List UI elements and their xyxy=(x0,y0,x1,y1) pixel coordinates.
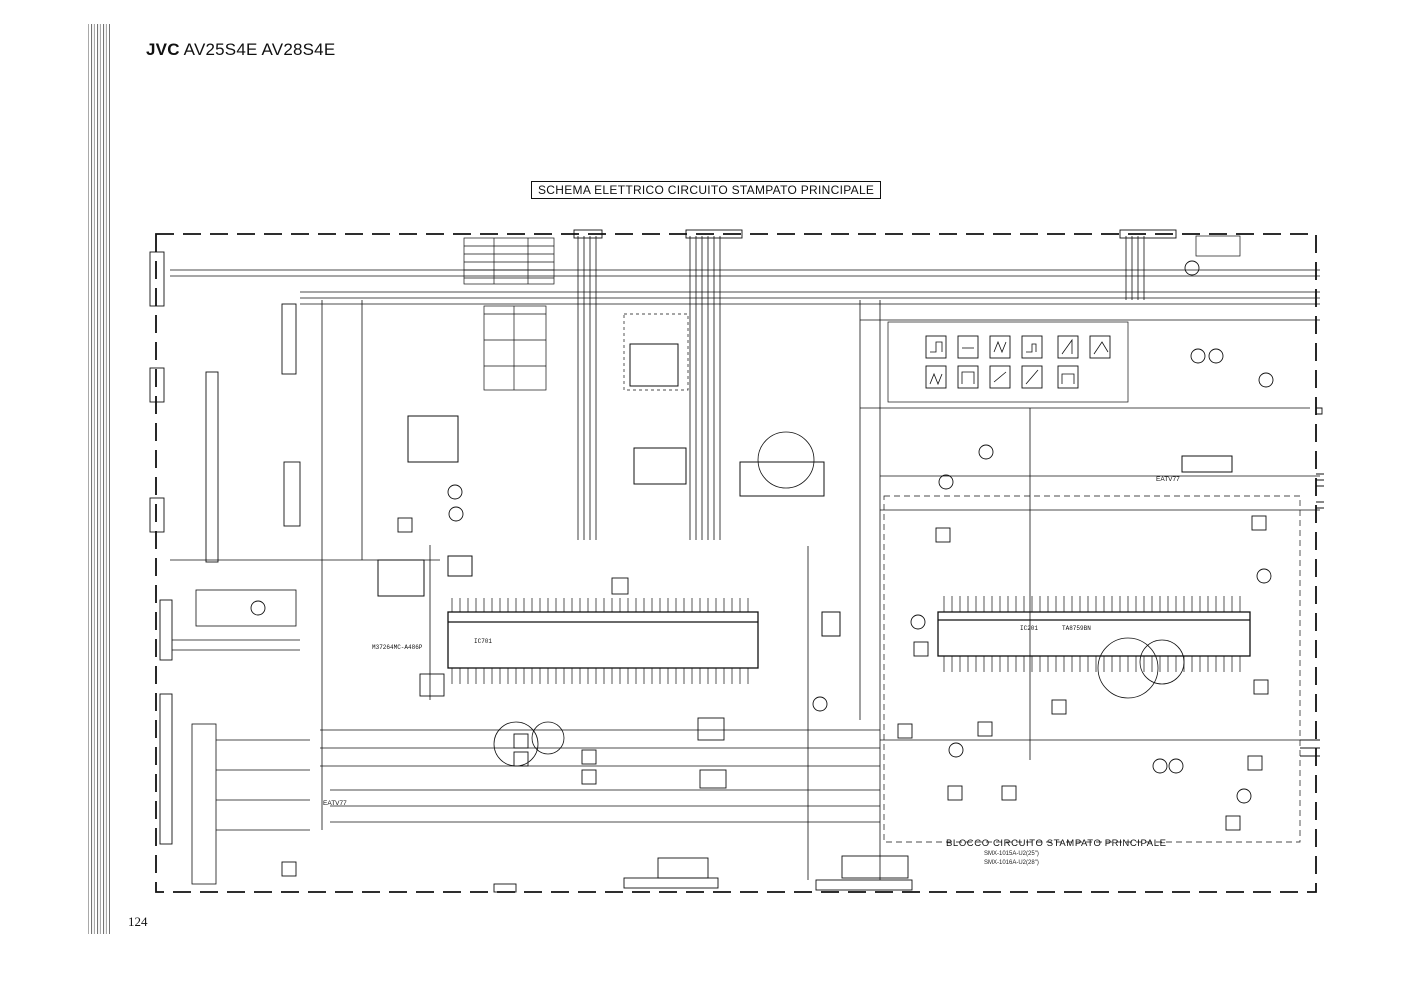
page-number: 124 xyxy=(128,914,148,929)
top-connectors xyxy=(573,229,1177,239)
vertical-bus-lines xyxy=(321,236,1145,880)
small-ics xyxy=(377,313,1233,637)
board-outline xyxy=(155,233,1317,893)
ic701-part-label: M37264MC-A486P xyxy=(372,644,423,651)
transistors xyxy=(250,260,1274,804)
horizontal-bus-lines xyxy=(170,269,1320,823)
left-panels xyxy=(172,589,310,885)
board-label: BLOCCO CIRCUITO STAMPATO PRINCIPALE xyxy=(946,838,1167,849)
net-label-eatv-left: EATV77 xyxy=(323,800,347,807)
board-variant-28: SMX-1016A-U2(28") xyxy=(984,860,1039,866)
ic701-pins xyxy=(451,598,749,684)
deflection-block-boundary xyxy=(887,321,1129,403)
ic201-part-label: TA8759BN xyxy=(1062,625,1091,632)
scan-binding-edge xyxy=(88,24,110,934)
bottom-connectors xyxy=(493,855,913,893)
model-numbers: AV25S4E AV28S4E xyxy=(183,40,336,59)
processing-block-boundary xyxy=(883,495,1301,843)
ic201-ref-label: IC201 xyxy=(1020,625,1039,632)
left-connectors xyxy=(149,251,301,845)
ic201-body xyxy=(937,611,1251,657)
board-variant-25: SMX-1015A-U2(25") xyxy=(984,851,1039,857)
schematic-title: SCHEMA ELETTRICO CIRCUITO STAMPATO PRINC… xyxy=(531,181,882,199)
waveform-boxes xyxy=(925,335,1111,389)
brand-name: JVC xyxy=(146,40,180,59)
highlight-circles xyxy=(493,431,1185,767)
ic701-ref-label: IC701 xyxy=(474,638,493,645)
ic201-pins xyxy=(943,596,1241,672)
document-header: JVC AV25S4E AV28S4E xyxy=(146,40,335,60)
data-tables xyxy=(463,235,1241,391)
right-connectors xyxy=(1300,407,1324,757)
module-boxes xyxy=(281,515,1269,877)
ic701-body xyxy=(447,611,759,669)
net-label-eatv-right: EATV77 xyxy=(1156,476,1180,483)
